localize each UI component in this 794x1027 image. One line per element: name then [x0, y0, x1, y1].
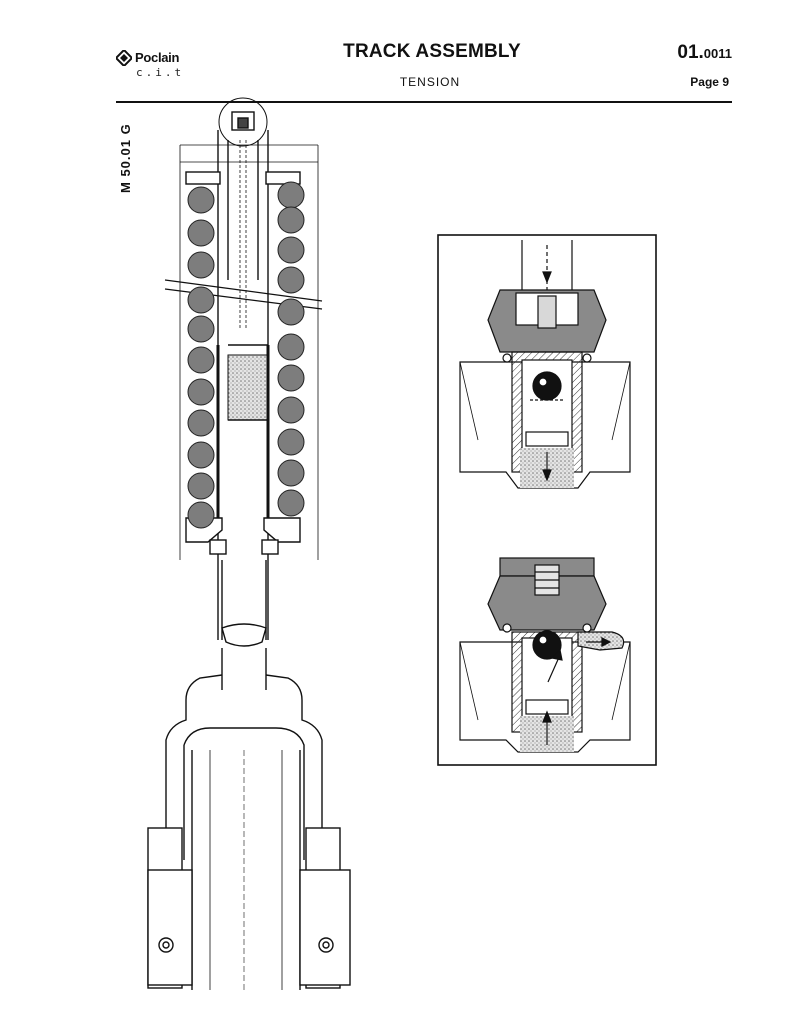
document-subtitle: TENSION [399, 75, 461, 89]
document-number-main: 01. [677, 42, 704, 63]
document-number-suffix: 0011 [703, 46, 732, 61]
brand-logo: Poclain c.i.t [116, 48, 216, 84]
brand-name: Poclain [135, 50, 180, 65]
document-number: 01.0011 [677, 42, 732, 64]
header-rule [116, 101, 732, 103]
document-title: TRACK ASSEMBLY [343, 41, 521, 62]
brand-subtitle: c.i.t [136, 66, 185, 79]
diamond-logo-icon [116, 50, 132, 66]
page-number: Page 9 [690, 75, 729, 89]
